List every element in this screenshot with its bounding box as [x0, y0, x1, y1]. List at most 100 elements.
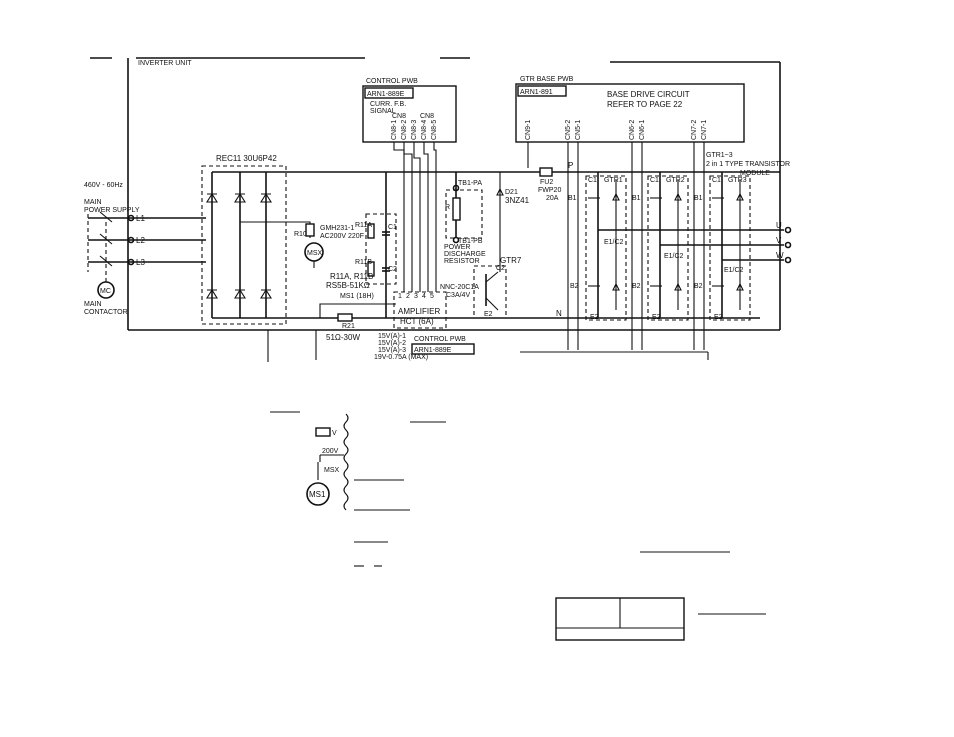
gtr3-e2: E2 [714, 314, 723, 321]
gtr3-module: C1 GTR3 B1 E1/C2 B2 E2 [694, 172, 751, 321]
output-w: W [776, 251, 784, 260]
gtr3-b2: B2 [694, 283, 703, 290]
psu-line-4: 19V-0.75A (MAX) [374, 354, 428, 361]
cn7-1-pin: CN7-1 [701, 120, 708, 140]
msx-motor: R10 MSX GMH231-1 AC200V 220F [240, 221, 364, 268]
supply-main: MAIN [84, 199, 102, 206]
nc-label-1: NNC-20C1A [440, 284, 479, 291]
contactor-word: CONTACTOR [84, 309, 128, 316]
control-pwb-part-number: ARN1-889E [367, 91, 405, 98]
psu-line-3: 15V(A)-3 [378, 347, 406, 354]
curr-fb-label: CURR. F.B. [370, 101, 406, 108]
gtr2-e1c2: E1/C2 [664, 253, 684, 260]
bus-n-label: N [556, 309, 562, 318]
cn8-pin-2: CN8-2 [401, 120, 408, 140]
r11b-label: R11B [355, 259, 372, 266]
base-drive-label: BASE DRIVE CIRCUIT [607, 90, 690, 99]
power-label: POWER [444, 244, 470, 251]
gtr1-e2: E2 [590, 314, 599, 321]
gtr3-label: GTR3 [728, 177, 747, 184]
gtr7-label: GTR7 [500, 256, 522, 265]
supply-power: POWER SUPPLY [84, 207, 140, 214]
control-pwb-label: CONTROL PWB [366, 78, 418, 85]
gtr3-b1: B1 [694, 195, 703, 202]
r11ab-label: R11A, R11B [330, 272, 373, 281]
control-pwb-bottom-part: ARN1-889E [414, 347, 452, 354]
tb1-pb-label: TB1-PB [458, 238, 483, 245]
gtr-base-pwb-label: GTR BASE PWB [520, 76, 574, 83]
gtr-base-part-number: ARN1-891 [520, 89, 553, 96]
tb1-pa-label: TB1-PA [458, 180, 482, 187]
cn5-2-pin: CN5-2 [565, 120, 572, 140]
inverter-unit-label: INVERTER UNIT [138, 60, 192, 67]
main-power-supply: 460V - 60Hz MAIN POWER SUPPLY L1 L2 L3 M… [84, 182, 206, 316]
gtr-module-word: MODULE [740, 170, 770, 177]
mc-coil: MC [100, 288, 111, 295]
ms1-motor-label: MS1 [309, 490, 326, 499]
gtr2-b2: B2 [632, 283, 641, 290]
fu2-type: FWP20 [538, 187, 561, 194]
nc-label-2: C3A/4V [446, 292, 470, 299]
supply-voltage: 460V - 60Hz [84, 182, 123, 189]
amp-pin-5: 5 [430, 293, 434, 300]
amplifier-hct: 1 2 3 4 5 AMPLIFIER HCT (6A) [393, 291, 447, 329]
amplifier-label: AMPLIFIER [398, 307, 440, 316]
bus-p-label: P [568, 161, 573, 170]
r11a-label: R11A [355, 222, 372, 229]
control-pwb-top: CONTROL PWB ARN1-889E CURR. F.B. SIGNAL … [362, 78, 457, 292]
c2-label: C2 [388, 266, 397, 273]
gtr1-label: GTR1 [604, 177, 623, 184]
hct-label: HCT (6A) [400, 317, 434, 326]
fuse-fu2: FU2 FWP20 20A [538, 167, 561, 202]
psu-line-2: 15V(A)-2 [378, 340, 406, 347]
rectifier-rec11: REC11 30U6P42 [201, 154, 300, 325]
motor-outputs: U V W [598, 221, 792, 264]
control-pwb-bottom-label: CONTROL PWB [414, 336, 466, 343]
cn8-pin-4: CN8-4 [421, 120, 428, 140]
gtr3-c1: C1 [712, 177, 721, 184]
gtr3-e1c2: E1/C2 [724, 267, 744, 274]
r21-value: 51Ω-30W [326, 333, 360, 342]
discharge-label: DISCHARGE [444, 251, 486, 258]
d21-type: 3NZ41 [505, 196, 530, 205]
cn5-1-pin: CN5-1 [575, 120, 582, 140]
r21-label: R21 [342, 323, 355, 330]
amp-pin-4: 4 [422, 293, 426, 300]
refer-page-label: REFER TO PAGE 22 [607, 100, 683, 109]
gtr1-e1c2: E1/C2 [604, 239, 624, 246]
gtr2-module: C1 GTR2 B1 E1/C2 B2 E2 [632, 172, 689, 321]
amp-pin-3: 3 [414, 293, 418, 300]
gtr-base-pwb: GTR BASE PWB ARN1-891 BASE DRIVE CIRCUIT… [515, 76, 745, 350]
gtr1-b2: B2 [570, 283, 579, 290]
cn8-label-left: CN8 [392, 113, 406, 120]
c1-label: C1 [388, 224, 397, 231]
power-discharge: TB1-PA R TB1-PB POWER DISCHARGE RESISTOR… [444, 172, 530, 265]
cn6-1-pin: CN6-1 [639, 120, 646, 140]
output-u: U [776, 221, 782, 230]
cn6-2-pin: CN6-2 [629, 120, 636, 140]
gtr2-b1: B1 [632, 195, 641, 202]
amp-pin-2: 2 [406, 293, 410, 300]
cn9-1-pin: CN9-1 [525, 120, 532, 140]
rectifier-label: REC11 30U6P42 [216, 154, 277, 163]
control-pwb-bottom: CONTROL PWB ARN1-889E 15V(A)-1 15V(A)-2 … [267, 330, 709, 362]
msx-cap-code: GMH231-1 [320, 225, 354, 232]
v-box-label: V [332, 430, 337, 437]
gtr-module-type: 2 in 1 TYPE TRANSISTOR [706, 161, 790, 168]
cn8-pin-3: CN8-3 [411, 120, 418, 140]
msx-lower-label: MSX [324, 467, 340, 474]
v200-label: 200V [322, 448, 339, 455]
resistor-label: RESISTOR [444, 258, 480, 265]
terminal-l3: L3 [136, 258, 145, 267]
cn8-pin-1: CN8-1 [391, 120, 398, 140]
gtr2-label: GTR2 [666, 177, 685, 184]
charge-resistor-r21: R21 51Ω-30W [319, 303, 396, 342]
gtr2-c1: C1 [650, 177, 659, 184]
gtr7-e2: E2 [484, 311, 493, 318]
gtr2-e2: E2 [652, 314, 661, 321]
gtr1-c1: C1 [588, 177, 597, 184]
capacitor-bank: R11A R11B C1 C2 R11A, R11B RS5B-51KΩ MS1… [326, 172, 397, 318]
fu2-label: FU2 [540, 179, 553, 186]
ms1-contact-label: MS1 (18H) [340, 293, 374, 300]
